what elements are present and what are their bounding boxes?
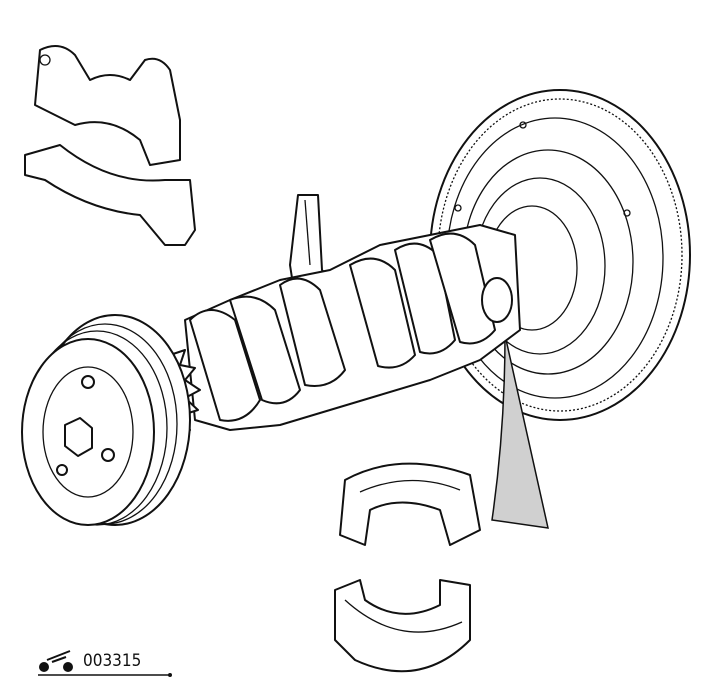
crankshaft <box>184 224 521 431</box>
pointer <box>491 334 549 529</box>
manufacturer-logo <box>39 650 73 672</box>
bearing-cap-lower <box>24 144 196 246</box>
main-bearing-shells <box>334 462 481 673</box>
bearing-cap-upper <box>34 45 181 166</box>
crankshaft-pulley <box>21 314 191 526</box>
reference-number: 003315 <box>83 651 142 671</box>
